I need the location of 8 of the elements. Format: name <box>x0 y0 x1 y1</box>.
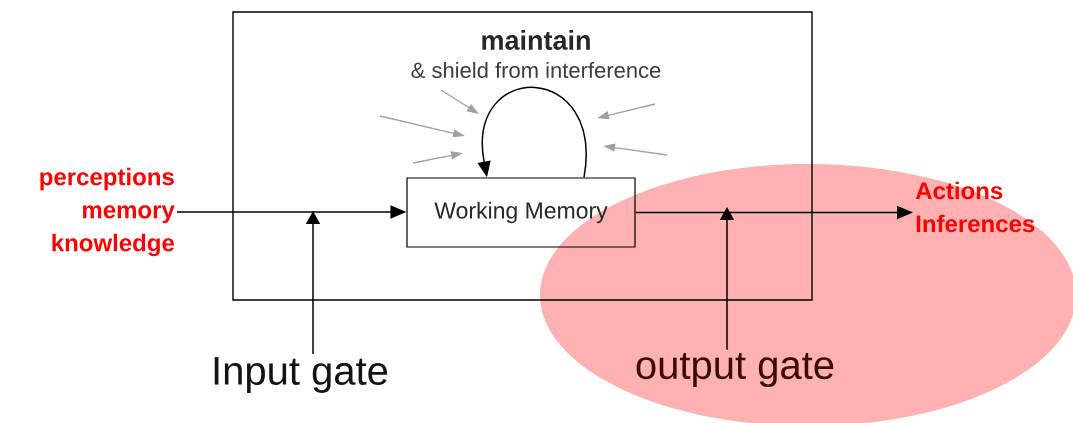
loop-arrow <box>477 86 587 179</box>
gate-label: output gate <box>636 352 834 388</box>
heading: maintain <box>482 30 590 50</box>
subheading: & shield from interference <box>411 61 661 79</box>
input-text: perceptions memory knowledge <box>40 167 175 257</box>
gate-label: Input gate <box>214 357 388 393</box>
output-text: Actions Inferences <box>915 181 1035 233</box>
process-box: Working Memory <box>406 177 636 248</box>
